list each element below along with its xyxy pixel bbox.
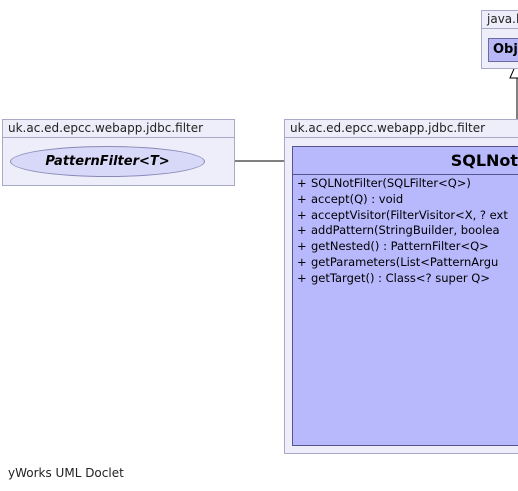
- class-box-sqlnotfilter[interactable]: SQLNotF + SQLNotFilter(SQLFilter<Q>) + acce…: [292, 146, 518, 446]
- operation-row[interactable]: + acceptVisitor(FilterVisitor<X, ? ext: [297, 208, 518, 224]
- superclass-object-box[interactable]: Obj: [488, 38, 518, 62]
- interface-name: PatternFilter<T>: [45, 154, 170, 169]
- operation-row[interactable]: + addPattern(StringBuilder, boolea: [297, 223, 518, 239]
- package-filter-right: uk.ac.ed.epcc.webapp.jdbc.filter SQLNotF…: [284, 119, 518, 454]
- visibility-marker: +: [297, 223, 307, 238]
- package-filter-left: uk.ac.ed.epcc.webapp.jdbc.filter Pattern…: [2, 119, 235, 186]
- operation-signature: getTarget() : Class<? super Q>: [311, 270, 490, 285]
- operation-row[interactable]: + SQLNotFilter(SQLFilter<Q>): [297, 176, 518, 192]
- visibility-marker: +: [297, 270, 307, 285]
- visibility-marker: +: [297, 239, 307, 254]
- package-label: uk.ac.ed.epcc.webapp.jdbc.filter: [285, 120, 518, 138]
- operation-signature: getParameters(List<PatternArgu: [311, 254, 499, 269]
- interface-ellipse[interactable]: PatternFilter<T>: [10, 146, 205, 177]
- operation-row[interactable]: + getNested() : PatternFilter<Q>: [297, 239, 518, 255]
- package-label: java.l: [482, 11, 518, 29]
- operation-signature: addPattern(StringBuilder, boolea: [311, 223, 500, 238]
- operation-row[interactable]: + getParameters(List<PatternArgu: [297, 255, 518, 271]
- operation-signature: accept(Q) : void: [311, 191, 404, 206]
- visibility-marker: +: [297, 191, 307, 206]
- superclass-name: Obj: [493, 42, 518, 57]
- operation-signature: acceptVisitor(FilterVisitor<X, ? ext: [311, 207, 508, 222]
- footer-generator-label: yWorks UML Doclet: [8, 466, 124, 480]
- operation-signature: SQLNotFilter(SQLFilter<Q>): [311, 176, 471, 190]
- class-title: SQLNotF: [293, 147, 518, 175]
- package-label: uk.ac.ed.epcc.webapp.jdbc.filter: [3, 120, 234, 138]
- operation-signature: getNested() : PatternFilter<Q>: [311, 239, 489, 254]
- operation-row[interactable]: + accept(Q) : void: [297, 192, 518, 208]
- package-java-lang: java.l Obj: [481, 10, 518, 69]
- visibility-marker: +: [297, 176, 307, 190]
- visibility-marker: +: [297, 207, 307, 222]
- operations-list: + SQLNotFilter(SQLFilter<Q>) + accept(Q) : …: [297, 176, 518, 287]
- operation-row[interactable]: + getTarget() : Class<? super Q>: [297, 271, 518, 287]
- visibility-marker: +: [297, 254, 307, 269]
